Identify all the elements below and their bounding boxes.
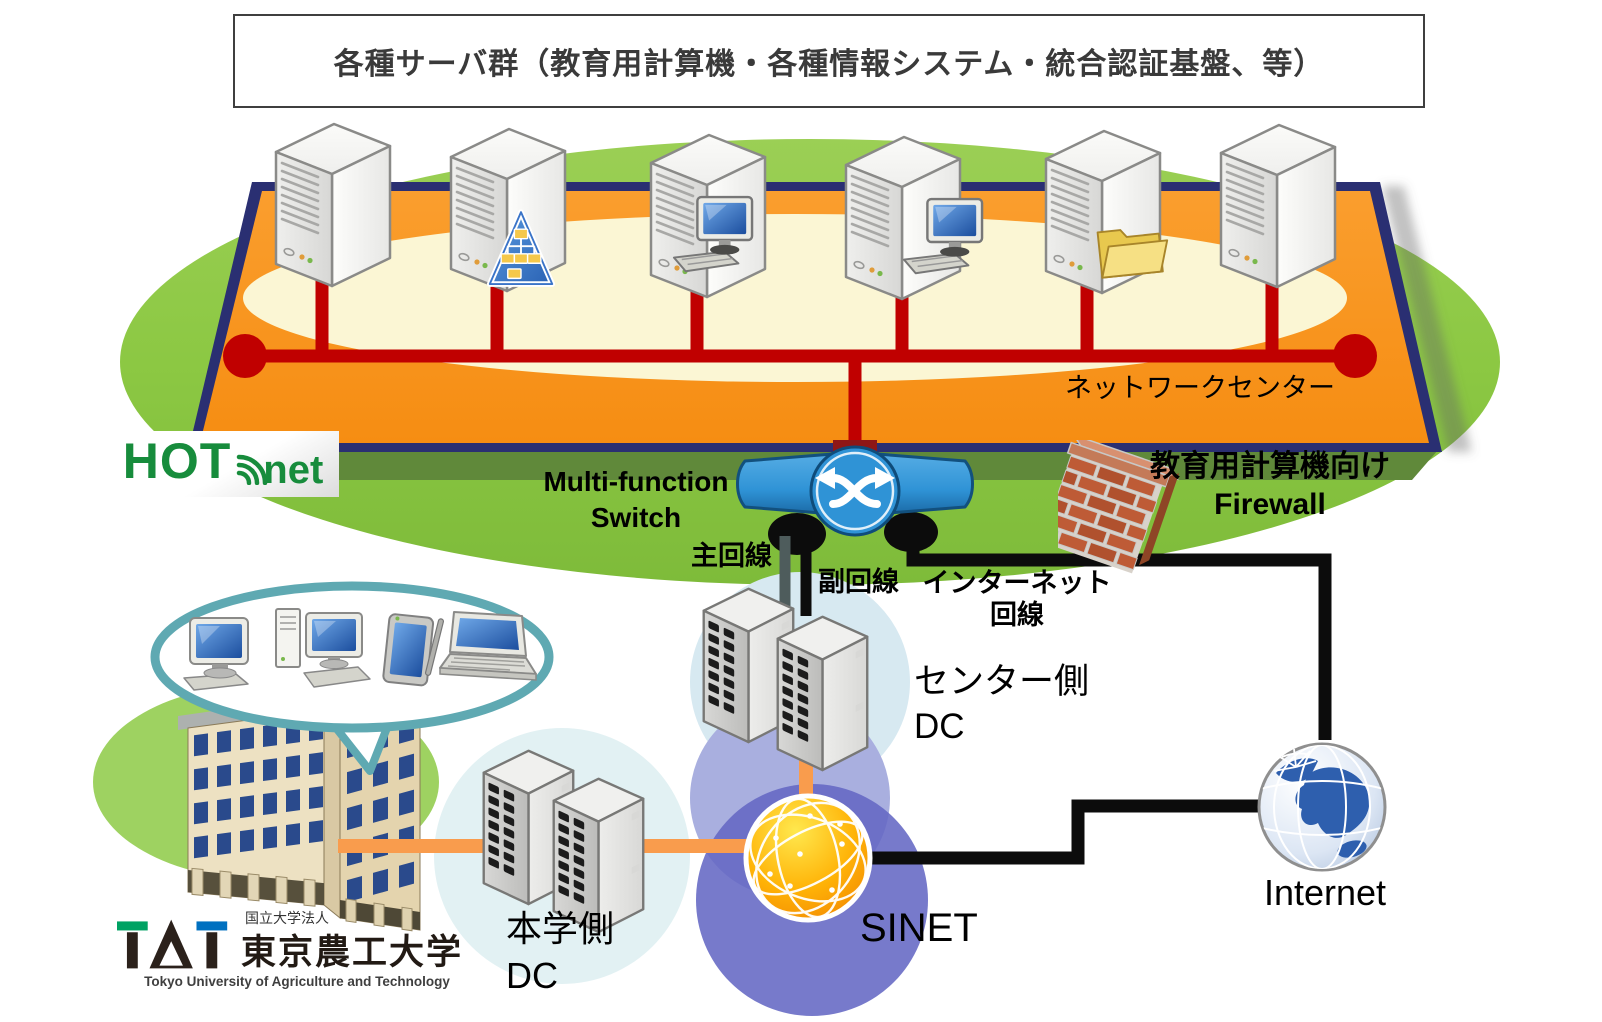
diagram-title: 各種サーバ群（教育用計算機・各種情報システム・統合認証基盤、等） bbox=[333, 48, 1325, 81]
internet-label: Internet bbox=[1263, 872, 1387, 913]
bus-terminator-right bbox=[1333, 334, 1377, 378]
sinet-to-internet-line bbox=[862, 799, 1258, 865]
internet-line-label-line1: インターネット bbox=[922, 568, 1112, 598]
main-line-label: 主回線 bbox=[691, 541, 772, 571]
university-dc-label-line2: DC bbox=[506, 954, 558, 996]
center-dc-label: センター側 DC bbox=[914, 660, 1144, 750]
hotnet-logo-hot: HOT bbox=[122, 433, 232, 489]
switch-label: Multi-function Switch bbox=[518, 464, 754, 536]
hotnet-logo-net: net bbox=[263, 448, 324, 492]
title-box: 各種サーバ群（教育用計算機・各種情報システム・統合認証基盤、等） bbox=[233, 14, 1425, 108]
firewall-label-line1: 教育用計算機向け bbox=[1150, 450, 1390, 483]
internet-line-label: インターネット 回線 bbox=[898, 568, 1136, 632]
secondary-line-label: 副回線 bbox=[818, 567, 899, 597]
sinet-label: SINET bbox=[860, 906, 978, 950]
tuat-mark-icon bbox=[117, 919, 228, 969]
bus-terminator-left bbox=[223, 334, 267, 378]
center-dc-label-line1: センター側 bbox=[914, 662, 1090, 701]
server-rack-icon bbox=[772, 610, 872, 774]
tuat-name-label: 東京農工大学 bbox=[241, 933, 464, 972]
hotnet-logo: HOT net bbox=[107, 431, 339, 497]
switch-label-line2: Switch bbox=[590, 501, 682, 533]
sinet-globe-icon bbox=[738, 788, 878, 928]
internet-line-label-line2: 回線 bbox=[990, 599, 1044, 630]
network-center-label: ネットワークセンター bbox=[1065, 373, 1335, 403]
tuat-english-label: Tokyo University of Agriculture and Tech… bbox=[144, 974, 450, 989]
firewall-label: 教育用計算機向け Firewall bbox=[1118, 448, 1422, 523]
tuat-logo: 国立大学法人 東京農工大学 Tokyo University of Agricu… bbox=[115, 902, 481, 998]
network-bus bbox=[245, 265, 1355, 458]
center-dc-label-line2: DC bbox=[914, 706, 965, 746]
university-dc-label-line1: 本学側 bbox=[506, 908, 615, 949]
campus-building-icon bbox=[178, 696, 422, 932]
university-dc-label: 本学側 DC bbox=[506, 906, 716, 1000]
tuat-corporation-label: 国立大学法人 bbox=[245, 910, 329, 926]
firewall-label-line2: Firewall bbox=[1214, 487, 1326, 521]
network-switch-icon bbox=[736, 445, 974, 537]
platform-shadow bbox=[1382, 186, 1472, 452]
switch-label-line1: Multi-function bbox=[543, 466, 729, 497]
hotnet-wave-icon bbox=[237, 454, 268, 485]
internet-globe-icon bbox=[1252, 737, 1392, 877]
